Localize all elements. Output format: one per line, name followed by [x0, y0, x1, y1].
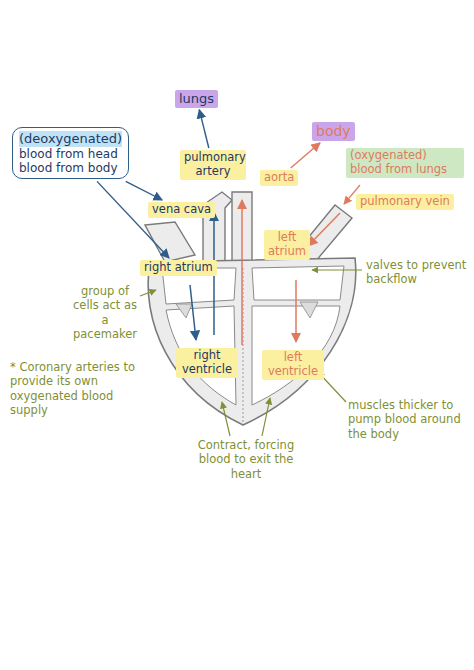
part-label: pulmonary artery: [180, 150, 246, 180]
node-text: blood from body: [19, 161, 122, 175]
vena-cava-vessel: [145, 222, 195, 262]
flow-arrow: [291, 143, 320, 168]
chamber-label: right ventricle: [176, 348, 238, 378]
chamber-label: left ventricle: [262, 350, 324, 380]
node-text: (oxygenated) blood from lungs: [350, 149, 460, 177]
annotation-note: Contract, forcing blood to exit the hear…: [188, 438, 304, 481]
destination-box: lungs: [175, 90, 218, 108]
chamber-label: left atrium: [264, 230, 310, 260]
leader-line: [140, 290, 156, 296]
part-label: vena cava: [148, 202, 215, 218]
note-box: (deoxygenated)blood from headblood from …: [12, 127, 129, 179]
note-box: (oxygenated) blood from lungs: [346, 148, 464, 178]
heart-outline: [148, 258, 356, 425]
part-label: aorta: [260, 170, 298, 186]
valve: [300, 302, 318, 318]
node-text: pulmonary artery: [184, 151, 242, 179]
flow-arrow: [126, 181, 162, 200]
node-text: pulmonary vein: [360, 195, 450, 209]
leader-line: [312, 269, 362, 270]
left-atrium-chamber: [252, 266, 344, 300]
node-text: aorta: [264, 171, 294, 185]
destination-box: body: [312, 122, 355, 141]
flow-arrow: [97, 181, 169, 258]
flow-arrow: [199, 110, 209, 148]
node-text: left ventricle: [266, 351, 320, 379]
node-text: lungs: [179, 91, 214, 107]
leader-line: [222, 402, 230, 436]
annotation-note: valves to prevent backflow: [366, 258, 468, 287]
node-text: (deoxygenated): [19, 131, 122, 147]
node-text: body: [316, 123, 351, 140]
node-text: right ventricle: [180, 349, 234, 377]
leader-line: [262, 398, 270, 436]
blood-flow-arrow: [308, 213, 340, 246]
valve: [176, 304, 192, 318]
annotation-note: muscles thicker to pump blood around the…: [348, 398, 462, 441]
annotation-note: group of cells act as a pacemaker: [68, 284, 142, 342]
part-label: pulmonary vein: [356, 194, 454, 210]
blood-flow-arrow: [241, 200, 243, 345]
annotation-note: * Coronary arteries to provide its own o…: [10, 360, 140, 418]
node-text: left atrium: [268, 231, 306, 259]
node-text: vena cava: [152, 203, 211, 217]
node-text: right atrium: [144, 261, 213, 275]
blood-flow-arrow: [190, 285, 196, 340]
chamber-label: right atrium: [140, 260, 217, 276]
blood-flow-arrow: [295, 280, 297, 342]
node-text: blood from head: [19, 147, 122, 161]
